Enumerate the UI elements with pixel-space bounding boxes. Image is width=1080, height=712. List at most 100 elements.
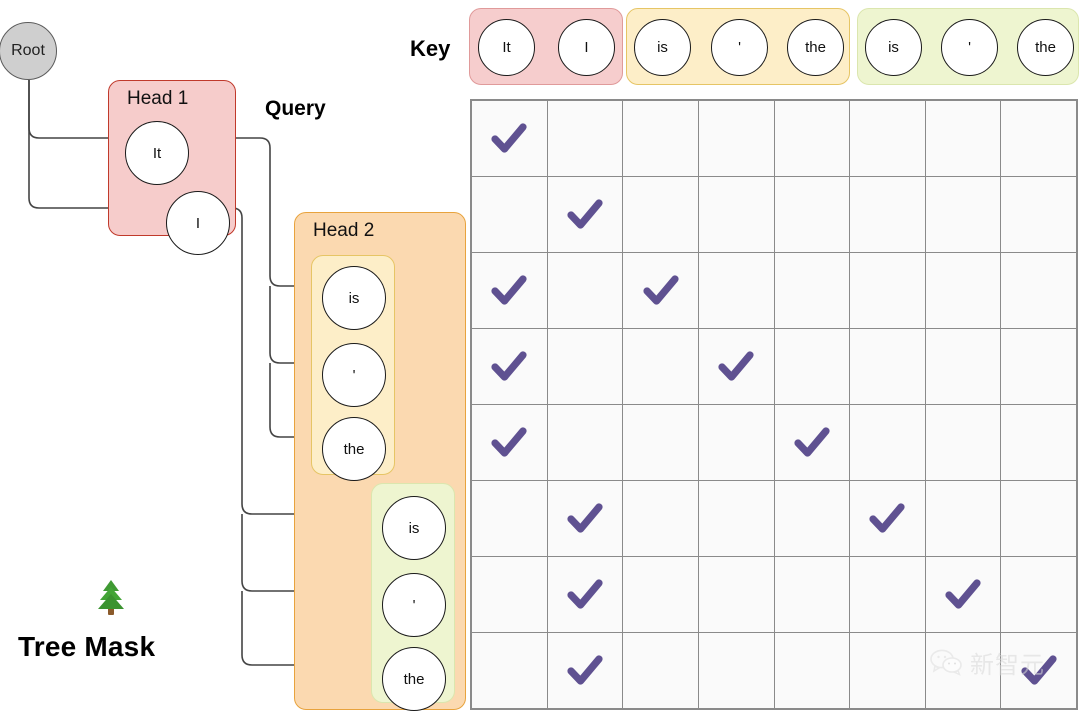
mask-cell-r7-c7[interactable] — [924, 556, 1002, 633]
mask-cell-r3-c1[interactable] — [471, 252, 548, 329]
mask-cell-r8-c1[interactable] — [471, 632, 548, 709]
mask-cell-r3-c3[interactable] — [622, 252, 699, 329]
check-icon — [548, 633, 623, 708]
mask-cell-r4-c8[interactable] — [1000, 328, 1077, 405]
key-token-apos-2-label: ' — [968, 39, 971, 56]
key-token-is-1-label: is — [657, 39, 668, 56]
key-group-yellow[interactable]: is ' the — [626, 8, 850, 85]
mask-cell-r7-c8[interactable] — [1000, 556, 1077, 633]
mask-cell-r8-c3[interactable] — [622, 632, 699, 709]
mask-cell-r2-c3[interactable] — [622, 176, 699, 253]
mask-cell-r3-c4[interactable] — [697, 252, 775, 329]
head2-group[interactable]: Head 2 is ' the is ' the — [294, 212, 466, 711]
mask-cell-r5-c4[interactable] — [697, 404, 775, 481]
query-node-i[interactable]: I — [166, 191, 230, 255]
mask-cell-r6-c3[interactable] — [622, 480, 699, 557]
query-node-apos-2[interactable]: ' — [382, 573, 446, 637]
mask-cell-r3-c5[interactable] — [773, 252, 851, 329]
mask-cell-r1-c1[interactable] — [471, 100, 548, 177]
mask-cell-r3-c6[interactable] — [849, 252, 926, 329]
key-token-apos-1-label: ' — [738, 39, 741, 56]
key-token-it[interactable]: It — [478, 19, 535, 76]
mask-cell-r5-c6[interactable] — [849, 404, 926, 481]
key-token-apos-1[interactable]: ' — [711, 19, 768, 76]
mask-cell-r2-c5[interactable] — [773, 176, 851, 253]
head2-yellow-group[interactable]: is ' the — [311, 255, 395, 481]
mask-cell-r6-c4[interactable] — [697, 480, 775, 557]
mask-cell-r1-c6[interactable] — [849, 100, 926, 177]
mask-cell-r6-c7[interactable] — [924, 480, 1002, 557]
mask-cell-r6-c2[interactable] — [546, 480, 624, 557]
mask-cell-r6-c5[interactable] — [773, 480, 851, 557]
query-node-is-2[interactable]: is — [382, 496, 446, 560]
mask-row — [471, 328, 1077, 405]
mask-cell-r4-c1[interactable] — [471, 328, 548, 405]
key-token-the-2-label: the — [1035, 39, 1056, 56]
mask-cell-r7-c1[interactable] — [471, 556, 548, 633]
root-node[interactable]: Root — [0, 22, 57, 80]
mask-cell-r5-c3[interactable] — [622, 404, 699, 481]
mask-cell-r2-c1[interactable] — [471, 176, 548, 253]
wechat-watermark: 新智元 — [930, 645, 1045, 680]
mask-cell-r5-c5[interactable] — [773, 404, 851, 481]
key-group-green[interactable]: is ' the — [857, 8, 1079, 85]
mask-cell-r8-c8[interactable] — [1000, 632, 1077, 709]
key-token-is-2[interactable]: is — [865, 19, 922, 76]
mask-cell-r1-c8[interactable] — [1000, 100, 1077, 177]
mask-cell-r4-c2[interactable] — [546, 328, 624, 405]
mask-cell-r3-c2[interactable] — [546, 252, 624, 329]
mask-cell-r7-c4[interactable] — [697, 556, 775, 633]
mask-cell-r4-c7[interactable] — [924, 328, 1002, 405]
mask-cell-r6-c8[interactable] — [1000, 480, 1077, 557]
mask-cell-r4-c4[interactable] — [697, 328, 775, 405]
mask-cell-r3-c8[interactable] — [1000, 252, 1077, 329]
mask-cell-r5-c2[interactable] — [546, 404, 624, 481]
mask-cell-r8-c2[interactable] — [546, 632, 624, 709]
key-token-i[interactable]: I — [558, 19, 615, 76]
mask-cell-r5-c1[interactable] — [471, 404, 548, 481]
mask-cell-r8-c6[interactable] — [849, 632, 926, 709]
mask-cell-r5-c8[interactable] — [1000, 404, 1077, 481]
tree-mask-matrix[interactable] — [470, 99, 1078, 710]
mask-cell-r1-c7[interactable] — [924, 100, 1002, 177]
mask-cell-r2-c2[interactable] — [546, 176, 624, 253]
mask-cell-r8-c5[interactable] — [773, 632, 851, 709]
query-node-the-1[interactable]: the — [322, 417, 386, 481]
mask-cell-r7-c3[interactable] — [622, 556, 699, 633]
query-node-the-2[interactable]: the — [382, 647, 446, 711]
mask-cell-r4-c5[interactable] — [773, 328, 851, 405]
mask-cell-r4-c6[interactable] — [849, 328, 926, 405]
key-token-the-2[interactable]: the — [1017, 19, 1074, 76]
mask-cell-r7-c2[interactable] — [546, 556, 624, 633]
head1-group[interactable]: Head 1 It I — [108, 80, 236, 255]
query-node-is-1[interactable]: is — [322, 266, 386, 330]
mask-cell-r8-c4[interactable] — [697, 632, 775, 709]
query-node-i-label: I — [195, 214, 201, 232]
mask-cell-r6-c6[interactable] — [849, 480, 926, 557]
key-token-apos-2[interactable]: ' — [941, 19, 998, 76]
mask-cell-r6-c1[interactable] — [471, 480, 548, 557]
query-node-apos-1[interactable]: ' — [322, 343, 386, 407]
check-icon — [926, 557, 1001, 632]
key-token-is-1[interactable]: is — [634, 19, 691, 76]
check-icon — [1001, 633, 1076, 708]
key-token-the-1-label: the — [805, 39, 826, 56]
mask-cell-r5-c7[interactable] — [924, 404, 1002, 481]
mask-cell-r2-c4[interactable] — [697, 176, 775, 253]
mask-cell-r1-c4[interactable] — [697, 100, 775, 177]
key-token-the-1[interactable]: the — [787, 19, 844, 76]
mask-cell-r2-c8[interactable] — [1000, 176, 1077, 253]
key-group-pink[interactable]: It I — [469, 8, 623, 85]
mask-cell-r1-c3[interactable] — [622, 100, 699, 177]
mask-cell-r1-c2[interactable] — [546, 100, 624, 177]
mask-cell-r8-c7[interactable] — [924, 632, 1002, 709]
mask-cell-r1-c5[interactable] — [773, 100, 851, 177]
mask-cell-r3-c7[interactable] — [924, 252, 1002, 329]
mask-cell-r2-c6[interactable] — [849, 176, 926, 253]
query-node-it[interactable]: It — [125, 121, 189, 185]
mask-cell-r7-c5[interactable] — [773, 556, 851, 633]
head2-green-group[interactable]: is ' the — [371, 483, 455, 711]
mask-cell-r7-c6[interactable] — [849, 556, 926, 633]
mask-cell-r4-c3[interactable] — [622, 328, 699, 405]
mask-cell-r2-c7[interactable] — [924, 176, 1002, 253]
